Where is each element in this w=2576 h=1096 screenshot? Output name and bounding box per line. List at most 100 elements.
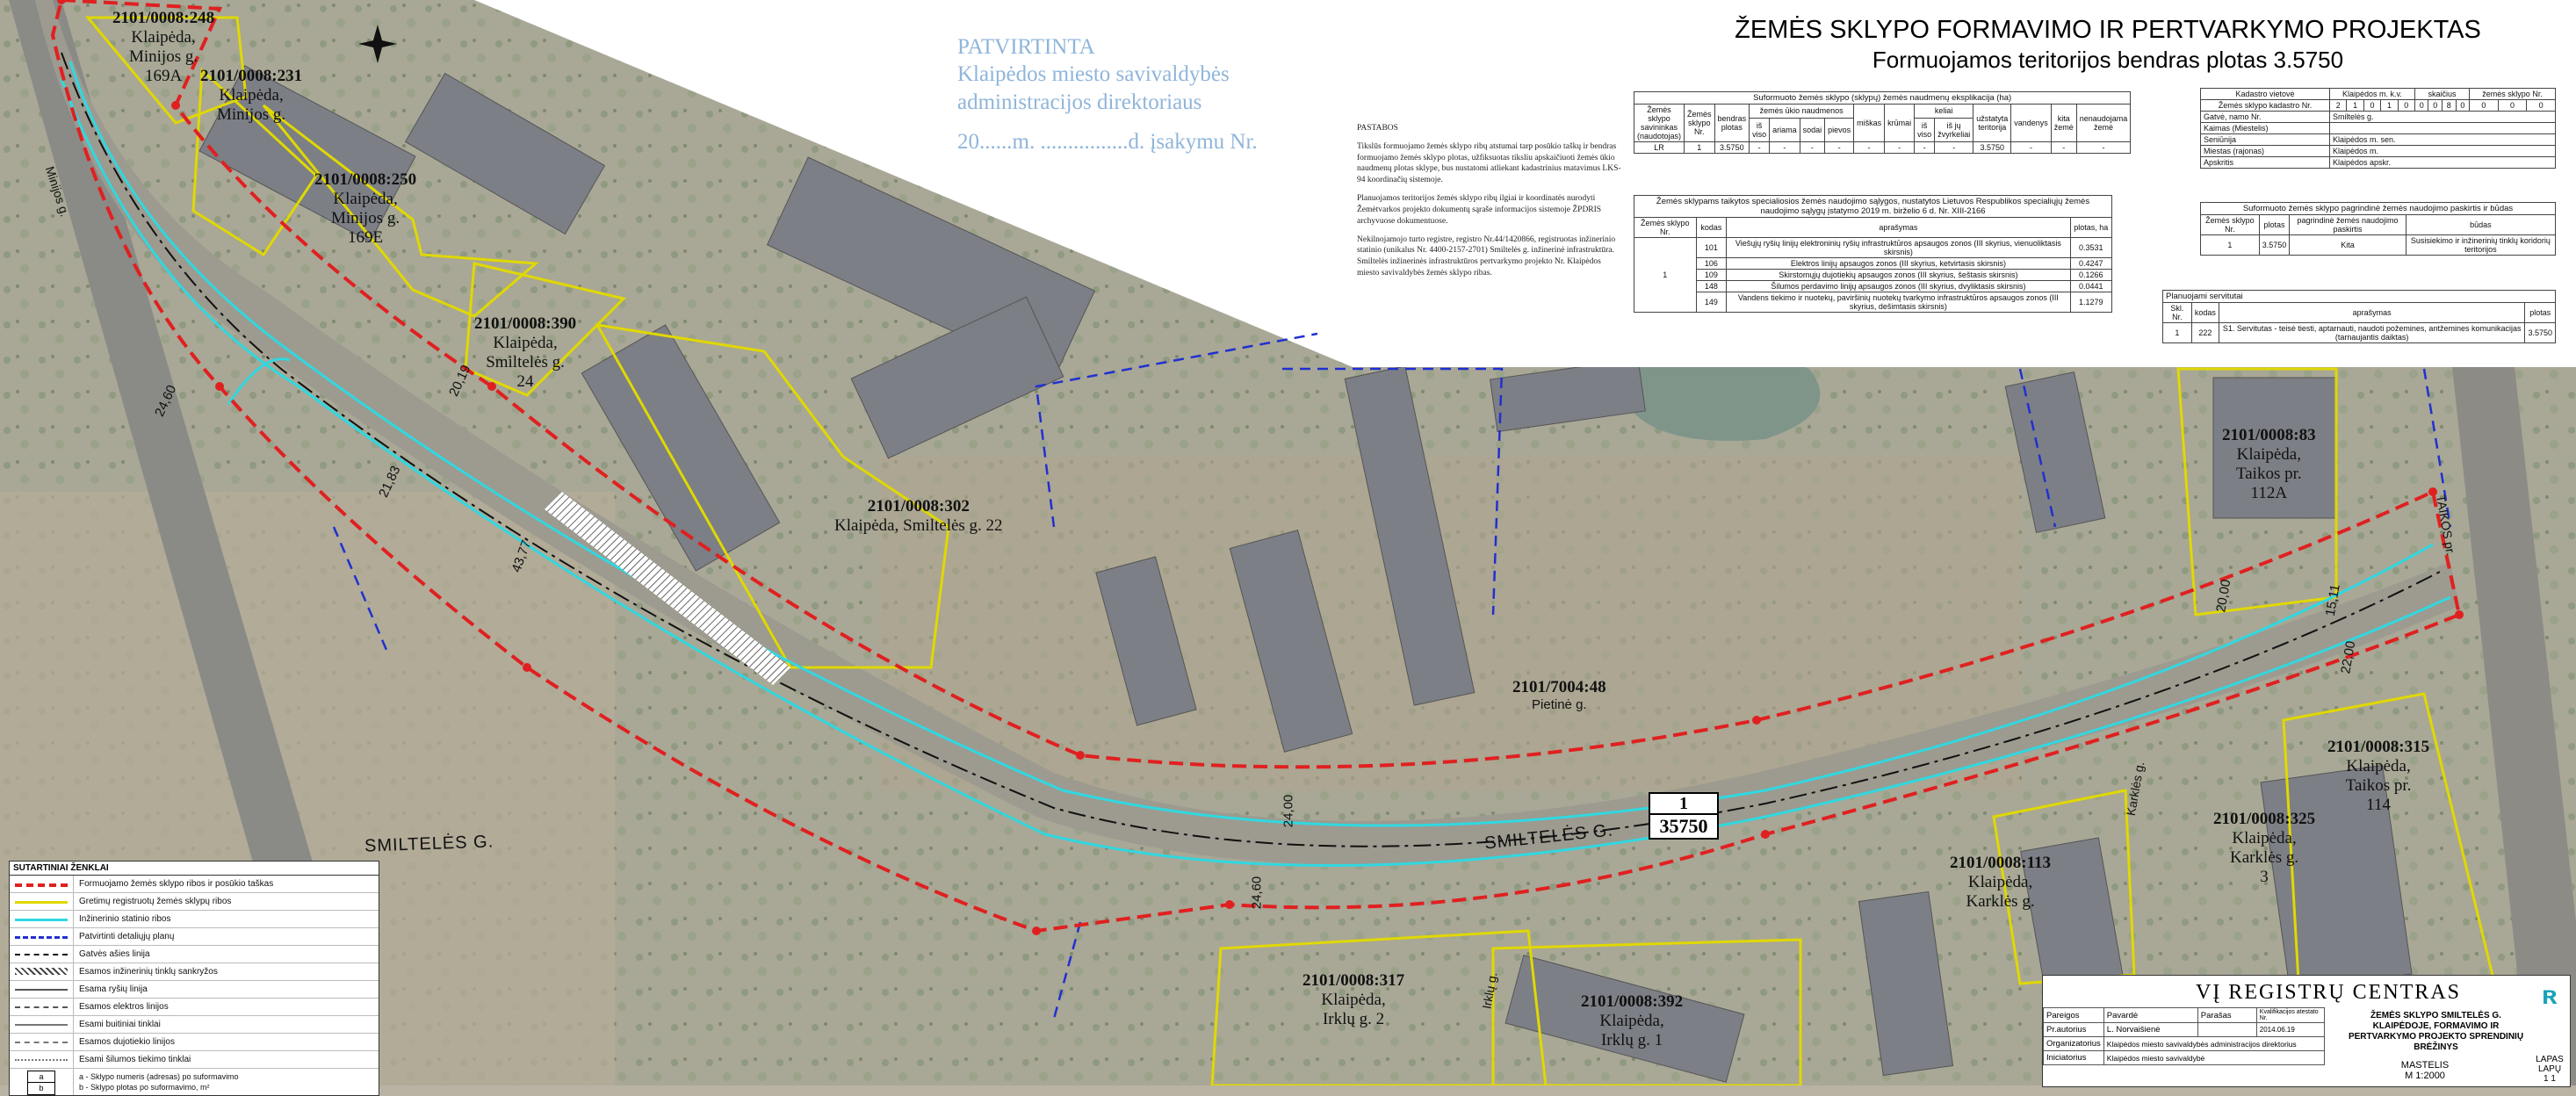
cell: - bbox=[2050, 141, 2077, 154]
parcel-addr: 24 bbox=[516, 371, 534, 391]
sheet-label: LAPAS bbox=[2536, 1055, 2564, 1064]
dimension-label: 24,60 bbox=[1249, 876, 1265, 910]
parcel-label[interactable]: 2101/0008:250 Klaipėda, Minijos g. 169E bbox=[314, 170, 416, 247]
legend-label: b - Sklypo plotas po suformavimo, m² bbox=[79, 1083, 210, 1092]
cell: Klaipėdos apskr. bbox=[2329, 156, 2556, 169]
cell: Seniūnija bbox=[2199, 133, 2331, 146]
cell: - bbox=[1769, 141, 1800, 154]
sub-roads-total: iš viso bbox=[1914, 117, 1936, 143]
street-label: Pietinė g. bbox=[1532, 696, 1587, 712]
cell: 0.4247 bbox=[2069, 257, 2113, 270]
approval-line2: Klaipėdos miesto savivaldybės bbox=[957, 62, 1230, 87]
cell: 1 bbox=[2346, 99, 2364, 112]
cell: - bbox=[1934, 141, 1974, 154]
cell: Klaipėdos miesto savivaldybės administra… bbox=[2103, 1036, 2325, 1051]
parcel-addr: Klaipėda, bbox=[333, 189, 398, 208]
parcel-label[interactable]: 2101/0008:392 Klaipėda, Irklų g. 1 bbox=[1581, 992, 1683, 1050]
cell: Organizatorius bbox=[2043, 1036, 2104, 1051]
title-main: ŽEMĖS SKLYPO FORMAVIMO IR PERTVARKYMO PR… bbox=[1735, 16, 2481, 44]
parcel-addr: Klaipėda, bbox=[1967, 872, 2033, 891]
parcel-label[interactable]: 2101/0008:113 Klaipėda, Karklės g. bbox=[1950, 854, 2051, 912]
notes-p3: Nekilnojamojo turto registre, registro N… bbox=[1357, 234, 1616, 278]
parcel-label[interactable]: 2101/7004:48 Pietinė g. bbox=[1512, 678, 1606, 712]
parcel-addr: Minijos g. bbox=[330, 208, 400, 227]
registry-logo-icon: ʀ bbox=[2542, 981, 2558, 1010]
col-code: kodas bbox=[1695, 217, 1728, 238]
legend-panel: SUTARTINIAI ŽENKLAI Formuojamo žemės skl… bbox=[9, 861, 379, 1096]
parcel-addr: 169E bbox=[348, 227, 384, 247]
parcel-id: 2101/0008:113 bbox=[1950, 854, 2052, 872]
cell: Žemės sklypo kadastro Nr. bbox=[2199, 99, 2331, 112]
approval-line4: 20......m. ................d. įsakymu Nr… bbox=[957, 129, 1258, 154]
col-area: plotas, ha bbox=[2069, 217, 2113, 238]
parcel-label[interactable]: 2101/0008:325 Klaipėda, Karklės g. 3 bbox=[2213, 810, 2315, 886]
cell: L. Norvaišienė bbox=[2103, 1022, 2198, 1037]
cell: pagrindinė žemės naudojimo paskirtis bbox=[2289, 214, 2406, 235]
parcel-addr: 114 bbox=[2366, 795, 2391, 814]
table-row: 1 101 Viešųjų ryšių linijų elektroninių … bbox=[1634, 237, 2113, 313]
drawing-title: ŽEMĖS SKLYPO FORMAVIMO IR PERTVARKYMO PR… bbox=[1651, 16, 2565, 74]
cell: - bbox=[1799, 141, 1826, 154]
legend-item: Esami šilumos tiekimo tinklai bbox=[10, 1051, 379, 1069]
table-row: LR 1 3.5750 - - - - - - - - 3.5750 - - - bbox=[1633, 141, 2132, 154]
legend-item: a b a - Sklypo numeris (adresas) po sufo… bbox=[10, 1069, 379, 1095]
parcel-label[interactable]: 2101/0008:302 Klaipėda, Smiltelės g. 22 bbox=[834, 497, 1003, 536]
cell: - bbox=[2010, 141, 2052, 154]
cell: Klaipėdos m. k.v. bbox=[2329, 88, 2415, 100]
col-desc: aprašymas bbox=[1726, 217, 2071, 238]
parcel-label[interactable]: 2101/0008:83 Klaipėda, Taikos pr. 112A bbox=[2222, 426, 2316, 502]
servitude-table: Planuojami servitutai Skl. Nr. kodas apr… bbox=[2162, 290, 2556, 343]
cell: S1. Servitutas - teisė tiesti, aptarnaut… bbox=[2218, 322, 2526, 343]
legend-label: Esamos elektros linijos bbox=[79, 1002, 169, 1012]
project-name: ŽEMĖS SKLYPO SMILTELĖS G. KLAIPĖDOJE, FO… bbox=[2348, 1011, 2524, 1052]
parcel-label[interactable]: 2101/0008:390 Klaipėda, Smiltelės g. 24 bbox=[474, 314, 576, 391]
col-other: kita žemė bbox=[2050, 104, 2077, 142]
parcel-id: 2101/0008:325 bbox=[2213, 810, 2316, 828]
legend-item: Inžinerinio statinio ribos bbox=[10, 911, 379, 928]
legend-item: Esamos dujotiekio linijos bbox=[10, 1034, 379, 1051]
parcel-addr: Irklų g. 2 bbox=[1322, 1009, 1385, 1028]
cell: - bbox=[1914, 141, 1936, 154]
notes-p2: Planuojamos teritorijos žemės sklypo rib… bbox=[1357, 194, 1602, 226]
cell: 0.0441 bbox=[2069, 280, 2113, 292]
col-built: užstatyta teritorija bbox=[1973, 104, 2012, 142]
parcel-addr: 112A bbox=[2250, 483, 2288, 502]
cell: Pr.autorius bbox=[2043, 1022, 2104, 1037]
parcel-id: 2101/0008:315 bbox=[2327, 738, 2430, 756]
parcel-addr: Klaipėda, bbox=[1599, 1011, 1664, 1030]
cell: 3.5750 bbox=[1973, 141, 2012, 154]
plot-boundary-line[interactable] bbox=[50, 0, 2462, 934]
parcel-label[interactable]: 2101/0008:315 Klaipėda, Taikos pr. 114 bbox=[2327, 738, 2429, 814]
cell: Klaipėdos m. bbox=[2329, 145, 2556, 157]
parcel-id: 2101/0008:390 bbox=[474, 314, 577, 333]
parcel-addr: Irklų g. 1 bbox=[1600, 1030, 1663, 1049]
approval-line1: PATVIRTINTA bbox=[957, 35, 1095, 59]
cell: 0 bbox=[2497, 99, 2528, 112]
cell: - bbox=[1749, 141, 1771, 154]
col-nr: Žemės sklypo Nr. bbox=[1634, 217, 1697, 238]
parcel-label[interactable]: 2101/0008:231 Klaipėda, Minijos g. bbox=[200, 67, 302, 125]
plot-number-box[interactable]: 1 35750 bbox=[1649, 792, 1719, 840]
cell: 148 bbox=[1695, 280, 1728, 292]
servitude-caption: Planuojami servitutai bbox=[2162, 290, 2556, 303]
parcel-id: 2101/0008:317 bbox=[1302, 971, 1405, 990]
parcel-label[interactable]: 2101/0008:248 Klaipėda, Minijos g. 169A bbox=[112, 9, 214, 85]
legend-label: Patvirtinti detaliųjų planų bbox=[79, 932, 175, 941]
parcel-addr: Klaipėda, bbox=[493, 333, 558, 352]
conditions-caption: Žemės sklypams taikytos specialiosios že… bbox=[1634, 195, 2112, 218]
legend-title: SUTARTINIAI ŽENKLAI bbox=[10, 862, 379, 876]
cell: kodas bbox=[2190, 302, 2219, 323]
explication-caption: Suformuoto žemės sklypo (sklypų) žemės n… bbox=[1633, 91, 2132, 105]
legend-item: Esami buitiniai tinklai bbox=[10, 1016, 379, 1034]
parcel-addr: Minijos g. bbox=[128, 47, 198, 66]
legend-item: Esama ryšių linija bbox=[10, 981, 379, 999]
col-roads: keliai bbox=[1914, 104, 1974, 119]
notes-heading: PASTABOS bbox=[1357, 124, 1398, 133]
cell: Kita bbox=[2289, 234, 2406, 256]
parcel-label[interactable]: 2101/0008:317 Klaipėda, Irklų g. 2 bbox=[1302, 971, 1404, 1029]
cell: Susisiekimo ir inžinerinių tinklų korido… bbox=[2405, 234, 2557, 256]
legend-label: Esamos dujotiekio linijos bbox=[79, 1037, 175, 1047]
table-row: 148 Šilumos perdavimo linijų apsaugos zo… bbox=[1634, 280, 2113, 292]
parcel-id: 2101/0008:302 bbox=[867, 497, 970, 516]
